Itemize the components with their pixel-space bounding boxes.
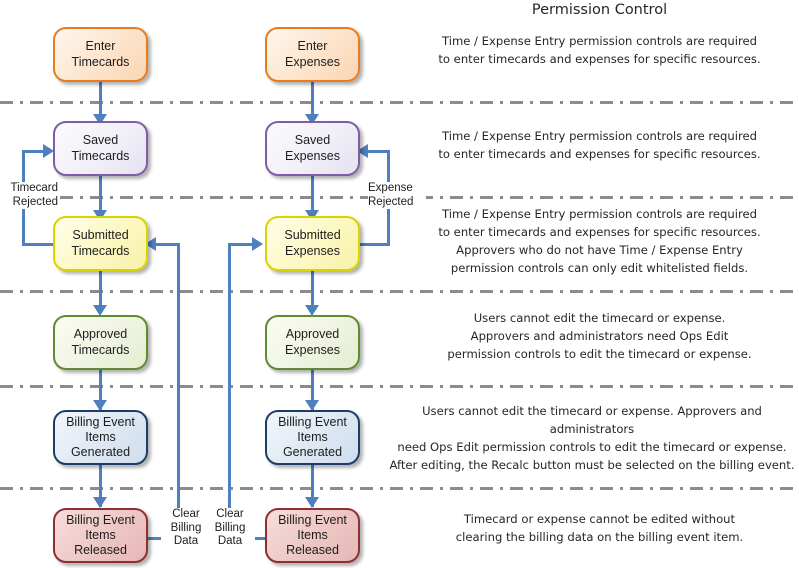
node-released-timecards-label: Billing Event Items Released [66, 512, 135, 558]
node-approved-timecards-label: Approved Timecards [71, 327, 130, 357]
connector-expense-rejected-h-top [366, 150, 390, 153]
lane-note-saved: Time / Expense Entry permission controls… [438, 129, 761, 161]
arrowhead-saved-expenses [305, 114, 319, 125]
arrowhead-saved-timecards [93, 114, 107, 125]
node-generated-expenses[interactable]: Billing Event Items Generated [265, 410, 360, 465]
connector-submitted-to-approved-expenses [311, 270, 314, 312]
node-saved-expenses[interactable]: Saved Expenses [265, 121, 360, 176]
lane-note-entry: Time / Expense Entry permission controls… [438, 34, 761, 66]
page-title: Permission Control [531, 2, 668, 18]
connector-clear-billing-timecards-v [177, 243, 180, 539]
edge-label-clear-billing-timecards: Clear Billing Data [161, 508, 211, 549]
lane-divider-5 [0, 487, 799, 490]
node-approved-expenses[interactable]: Approved Expenses [265, 315, 360, 370]
lane-divider-1 [0, 101, 799, 104]
node-submitted-expenses-label: Submitted Expenses [284, 228, 341, 258]
connector-clear-billing-expenses-h-top [228, 243, 256, 246]
node-released-timecards[interactable]: Billing Event Items Released [53, 508, 148, 563]
connector-saved-to-submitted-expenses [311, 175, 314, 217]
connector-generated-to-released-expenses [311, 465, 314, 507]
arrowhead-generated-timecards [93, 400, 107, 411]
lane-note-submitted: Time / Expense Entry permission controls… [438, 207, 761, 275]
node-saved-expenses-label: Saved Expenses [285, 133, 340, 163]
lane-divider-4 [0, 385, 799, 388]
arrowhead-submitted-timecards-clear-billing [145, 237, 156, 251]
lane-note-released: Timecard or expense cannot be edited wit… [455, 512, 744, 544]
node-generated-expenses-label: Billing Event Items Generated [278, 414, 347, 460]
connector-timecard-rejected-h-bottom [22, 243, 56, 246]
node-generated-timecards[interactable]: Billing Event Items Generated [53, 410, 148, 465]
node-released-expenses-label: Billing Event Items Released [278, 512, 347, 558]
connector-approved-to-generated-expenses [311, 370, 314, 412]
edge-label-timecard-rejected: Timecard Rejected [0, 182, 58, 210]
arrowhead-submitted-timecards [93, 210, 107, 221]
node-submitted-timecards[interactable]: Submitted Timecards [53, 216, 148, 271]
connector-expense-rejected-h-bottom [356, 243, 390, 246]
lane-divider-3 [0, 290, 799, 293]
connector-approved-to-generated-timecards [99, 370, 102, 412]
edge-label-expense-rejected: Expense Rejected [368, 182, 426, 210]
edge-label-clear-billing-expenses: Clear Billing Data [205, 508, 255, 549]
connector-clear-billing-expenses-v [228, 243, 231, 539]
node-enter-expenses-label: Enter Expenses [285, 39, 340, 69]
connector-saved-to-submitted-timecards [99, 175, 102, 217]
node-enter-timecards-label: Enter Timecards [71, 39, 130, 69]
node-submitted-expenses[interactable]: Submitted Expenses [265, 216, 360, 271]
node-submitted-timecards-label: Submitted Timecards [71, 228, 130, 258]
arrowhead-submitted-expenses-clear-billing [252, 237, 263, 251]
arrowhead-approved-timecards [93, 305, 107, 316]
connector-timecard-rejected-h-top [22, 150, 47, 153]
node-enter-timecards[interactable]: Enter Timecards [53, 27, 148, 82]
connector-clear-billing-timecards-h-top [155, 243, 180, 246]
arrowhead-saved-timecards-rejected [43, 144, 54, 158]
arrowhead-submitted-expenses [305, 210, 319, 221]
arrowhead-generated-expenses [305, 400, 319, 411]
connector-generated-to-released-timecards [99, 465, 102, 507]
connector-submitted-to-approved-timecards [99, 270, 102, 312]
lane-note-approved: Users cannot edit the timecard or expens… [447, 311, 752, 361]
node-approved-timecards[interactable]: Approved Timecards [53, 315, 148, 370]
arrowhead-saved-expenses-rejected [357, 144, 368, 158]
connector-enter-to-saved-timecards [99, 80, 102, 120]
node-saved-timecards-label: Saved Timecards [71, 133, 130, 163]
lane-note-generated: Users cannot edit the timecard or expens… [389, 404, 795, 472]
node-enter-expenses[interactable]: Enter Expenses [265, 27, 360, 82]
node-generated-timecards-label: Billing Event Items Generated [66, 414, 135, 460]
connector-enter-to-saved-expenses [311, 80, 314, 120]
arrowhead-approved-expenses [305, 305, 319, 316]
arrowhead-released-timecards [93, 497, 107, 508]
arrowhead-released-expenses [305, 497, 319, 508]
node-saved-timecards[interactable]: Saved Timecards [53, 121, 148, 176]
node-approved-expenses-label: Approved Expenses [285, 327, 340, 357]
node-released-expenses[interactable]: Billing Event Items Released [265, 508, 360, 563]
